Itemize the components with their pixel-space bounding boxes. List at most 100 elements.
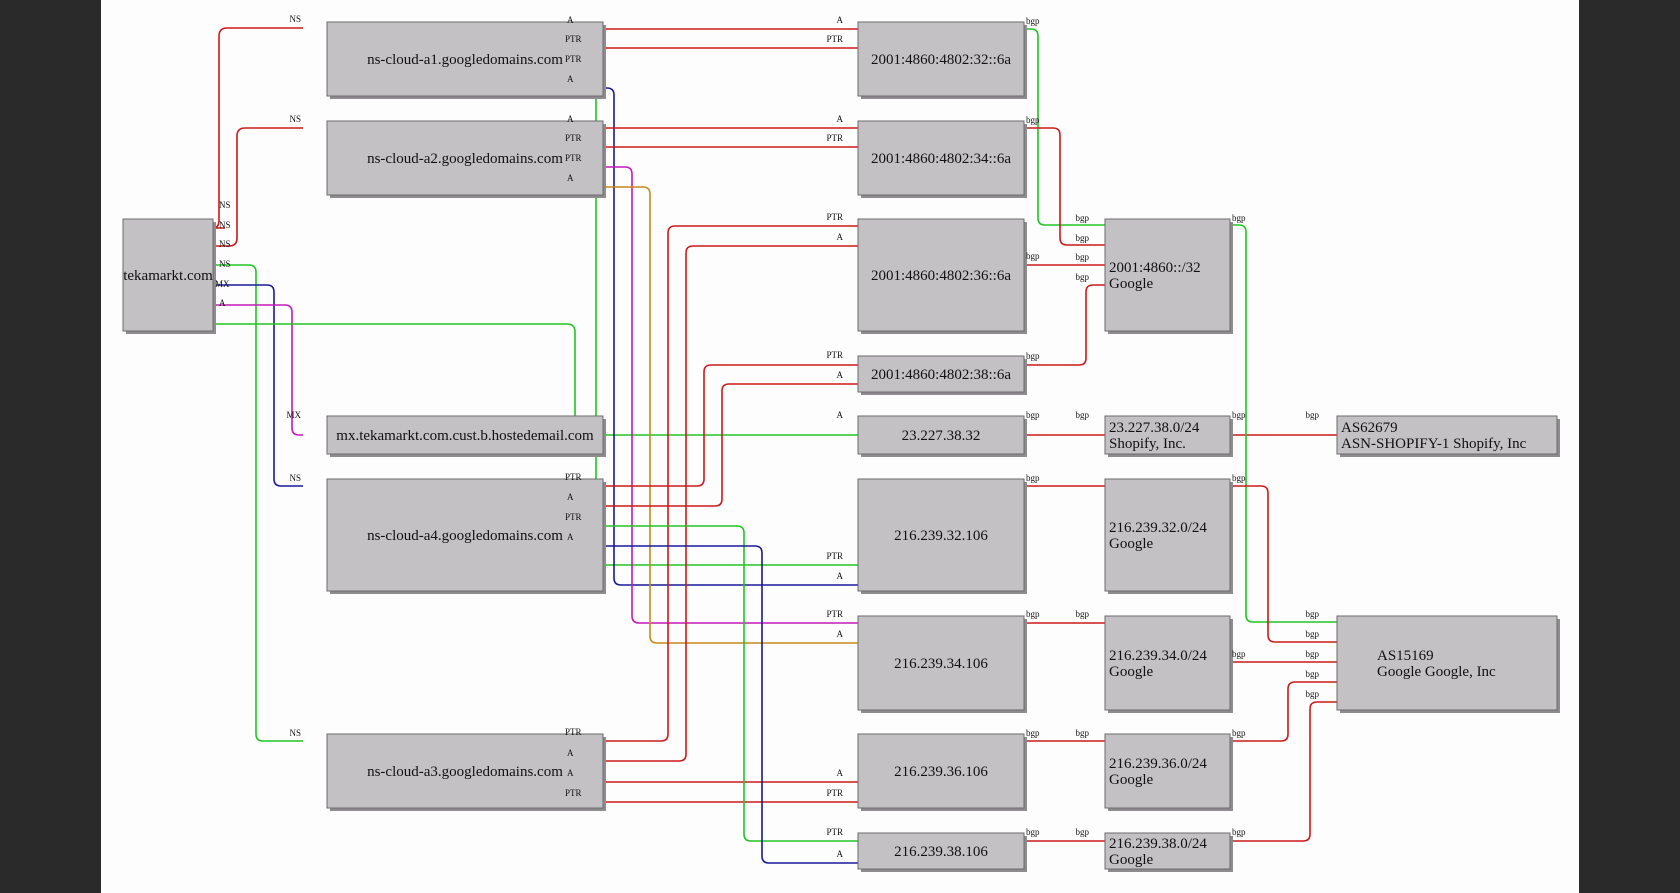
edge-label-a: A xyxy=(567,114,574,124)
edge-label-bgp: bgp xyxy=(1232,473,1246,483)
edge-label-bgp: bgp xyxy=(1076,213,1090,223)
node-label-line1: 216.239.36.0/24 xyxy=(1109,756,1207,772)
edge-label-bgp: bgp xyxy=(1026,115,1040,125)
edge-label-bgp: bgp xyxy=(1076,252,1090,262)
edge-label-bgp: bgp xyxy=(1232,649,1246,659)
edge-label-bgp: bgp xyxy=(1076,410,1090,420)
edge-label-ptr: PTR xyxy=(565,472,582,482)
edge-a1-a-v4 xyxy=(563,87,858,586)
edge-label-a: A xyxy=(567,768,574,778)
edge-label-mx: MX xyxy=(215,279,230,289)
edge-label-ptr: PTR xyxy=(826,133,843,143)
node-label: 216.239.32.106 xyxy=(894,528,988,544)
node-box xyxy=(326,733,604,809)
edge-label-ptr: PTR xyxy=(826,827,843,837)
node-ns-a1: ns-cloud-a1.googledomains.com xyxy=(326,21,606,99)
edge-labels-layer: NSNSNSNSMXANSNSMXNSNSAPTRPTRAAPTRPTRAPTR… xyxy=(215,14,1320,859)
node-label: 23.227.38.32 xyxy=(902,428,981,444)
edge-label-bgp: bgp xyxy=(1076,233,1090,243)
edge-label-ptr: PTR xyxy=(565,133,582,143)
edge-label-a: A xyxy=(837,571,844,581)
edge-bgp-v6-34 xyxy=(1024,127,1105,246)
edge-bgp-v6-32 xyxy=(1024,28,1105,226)
node-box xyxy=(1336,615,1558,711)
edge-label-ptr: PTR xyxy=(565,34,582,44)
node-ip6-32: 2001:4860:4802:32::6a xyxy=(857,21,1027,99)
edge-label-ptr: PTR xyxy=(565,788,582,798)
node-box xyxy=(857,355,1025,393)
edge-label-bgp: bgp xyxy=(1232,410,1246,420)
edge-a2-a-v4 xyxy=(563,186,858,644)
edge-mx xyxy=(213,304,303,436)
node-box xyxy=(326,415,604,455)
edges-layer xyxy=(212,27,1337,864)
node-label-line2: Google xyxy=(1109,772,1154,788)
edge-label-bgp: bgp xyxy=(1076,728,1090,738)
node-ip4-32: 216.239.32.106 xyxy=(857,478,1027,594)
edge-label-bgp: bgp xyxy=(1306,669,1320,679)
edge-label-bgp: bgp xyxy=(1306,649,1320,659)
node-label: 216.239.38.106 xyxy=(894,844,988,860)
edge-label-ptr: PTR xyxy=(826,212,843,222)
edge-label-a: A xyxy=(567,15,574,25)
edge-label-ptr: PTR xyxy=(565,512,582,522)
node-box xyxy=(1104,218,1231,332)
edge-bgp-net32-as xyxy=(1230,485,1337,643)
node-ip6-34: 2001:4860:4802:34::6a xyxy=(857,120,1027,198)
edge-a4-a-v6 xyxy=(563,383,858,507)
edge-label-bgp: bgp xyxy=(1026,410,1040,420)
edge-label-ns: NS xyxy=(289,14,301,24)
node-label-line2: ASN-SHOPIFY-1 Shopify, Inc xyxy=(1341,436,1527,452)
edge-label-ptr: PTR xyxy=(826,551,843,561)
node-ip6-36: 2001:4860:4802:36::6a xyxy=(857,218,1027,334)
node-box xyxy=(1104,733,1231,809)
node-box xyxy=(857,415,1025,455)
edge-label-a: A xyxy=(837,410,844,420)
edge-label-ptr: PTR xyxy=(826,609,843,619)
edge-label-bgp: bgp xyxy=(1026,609,1040,619)
node-ip4-38: 216.239.38.106 xyxy=(857,832,1027,872)
edge-label-a: A xyxy=(567,492,574,502)
edge-label-bgp: bgp xyxy=(1076,272,1090,282)
edge-label-a: A xyxy=(837,629,844,639)
edge-label-bgp: bgp xyxy=(1306,629,1320,639)
node-box xyxy=(857,21,1025,97)
node-box xyxy=(1336,415,1558,455)
edge-label-a: A xyxy=(567,748,574,758)
node-label: 216.239.34.106 xyxy=(894,656,988,672)
edge-label-a: A xyxy=(837,768,844,778)
edge-label-bgp: bgp xyxy=(1026,827,1040,837)
edge-label-bgp: bgp xyxy=(1076,609,1090,619)
edge-label-ns: NS xyxy=(289,473,301,483)
edge-label-mx: MX xyxy=(286,410,301,420)
node-label: ns-cloud-a3.googledomains.com xyxy=(367,764,563,780)
node-box xyxy=(326,120,604,196)
node-label: ns-cloud-a1.googledomains.com xyxy=(367,52,563,68)
node-label-line2: Google xyxy=(1109,852,1154,868)
node-label-line2: Google Google, Inc xyxy=(1377,664,1496,680)
edge-label-bgp: bgp xyxy=(1026,351,1040,361)
edge-a2-ptr-v4 xyxy=(563,166,858,624)
node-ns-a3: ns-cloud-a3.googledomains.com xyxy=(326,733,606,811)
edge-a4-ptr-v4 xyxy=(563,525,858,842)
edge-label-ns: NS xyxy=(289,728,301,738)
diagram-canvas: tekamarkt.com ns-cloud-a1.googledomains.c… xyxy=(101,0,1579,893)
edge-label-a: A xyxy=(567,532,574,542)
node-box xyxy=(857,478,1025,592)
node-ip4-36: 216.239.36.106 xyxy=(857,733,1027,811)
node-label-line2: Google xyxy=(1109,536,1154,552)
node-tekamarkt: tekamarkt.com xyxy=(122,218,216,334)
edge-label-a: A xyxy=(837,15,844,25)
node-label: 2001:4860:4802:38::6a xyxy=(871,367,1011,383)
node-label-line1: 2001:4860::/32 xyxy=(1109,260,1201,276)
edge-label-bgp: bgp xyxy=(1026,473,1040,483)
node-ns-a4: ns-cloud-a4.googledomains.com xyxy=(326,478,606,594)
node-box xyxy=(1104,478,1231,592)
edge-a4-ptr-v6 xyxy=(563,364,858,487)
edge-label-ptr: PTR xyxy=(826,350,843,360)
